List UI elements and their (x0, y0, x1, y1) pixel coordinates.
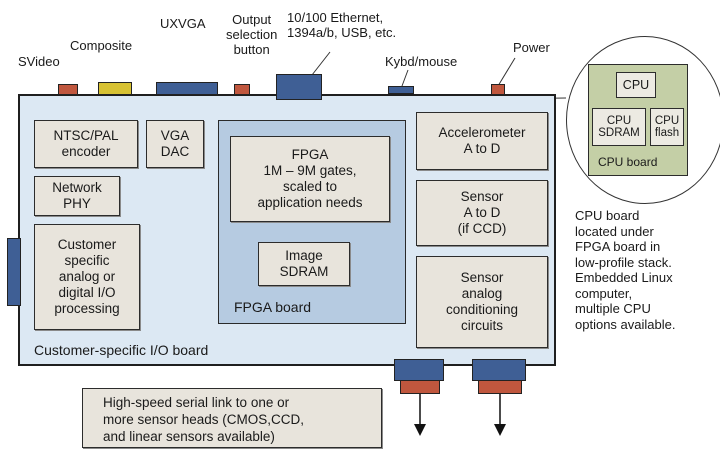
label-svideo: SVideo (18, 54, 60, 69)
svideo-connector (58, 84, 78, 95)
label-kybd: Kybd/mouse (385, 54, 458, 69)
note-line: FPGA board in (575, 239, 661, 254)
note-line: located under (575, 223, 654, 239)
note-line: low-profile stack. (575, 254, 672, 270)
cpu-flash-block: CPU flash (650, 108, 684, 146)
cpu-board-label: CPU board (598, 155, 658, 169)
fpga-block: FPGA 1M – 9M gates, scaled to applicatio… (230, 136, 390, 222)
fpga-board-label: FPGA board (234, 299, 312, 315)
note-line: options available. (575, 316, 676, 332)
note-line: Embedded Linux (575, 270, 673, 285)
power-leader-line (497, 57, 516, 87)
network-phy-block: Network PHY (34, 176, 120, 216)
vga-dac-block: VGA DAC (146, 120, 204, 168)
customer-io-processing-block: Customer specific analog or digital I/O … (34, 224, 140, 330)
note-line: CPU board (575, 208, 640, 223)
serial-connector-right-base (478, 380, 522, 394)
output-button (234, 84, 250, 95)
note-line: High-speed serial link to one or (103, 395, 290, 410)
cpu-block: CPU (616, 72, 656, 98)
label-composite: Composite (70, 38, 133, 53)
cpu-board-note: CPU board located under FPGA board in lo… (575, 208, 720, 332)
composite-connector (98, 82, 132, 95)
io-board-label: Customer-specific I/O board (34, 342, 209, 358)
cpu-sdram-block: CPU SDRAM (592, 108, 646, 146)
serial-connector-left-base (400, 380, 440, 394)
power-connector (491, 84, 505, 95)
accelerometer-ad-block: Accelerometer A to D (416, 112, 548, 170)
note-line: more sensor heads (CMOS,CCD, (103, 412, 305, 427)
label-uxvga: UXVGA (160, 16, 206, 31)
image-sdram-block: Image SDRAM (258, 242, 350, 286)
ethernet-connector (276, 74, 322, 100)
sensor-analog-block: Sensor analog conditioning circuits (416, 256, 548, 348)
label-power: Power (513, 40, 550, 55)
uxvga-connector (156, 82, 218, 95)
kybd-connector (388, 86, 414, 94)
note-line: computer, (575, 285, 633, 301)
serial-connector-left (394, 359, 444, 381)
side-connector (7, 238, 21, 306)
serial-link-note: High-speed serial link to one or more se… (82, 388, 382, 448)
kybd-leader-line (401, 69, 409, 87)
sensor-ad-block: Sensor A to D (if CCD) (416, 180, 548, 246)
serial-connector-right (472, 359, 526, 381)
note-line: multiple CPU (575, 301, 651, 316)
label-output-selection: Output selection button (226, 12, 278, 57)
ntsc-pal-encoder-block: NTSC/PAL encoder (34, 120, 138, 168)
note-line: and linear sensors available) (103, 429, 275, 444)
ethernet-leader-line (311, 51, 331, 76)
label-ethernet: 10/100 Ethernet, 1394a/b, USB, etc. (287, 10, 397, 40)
